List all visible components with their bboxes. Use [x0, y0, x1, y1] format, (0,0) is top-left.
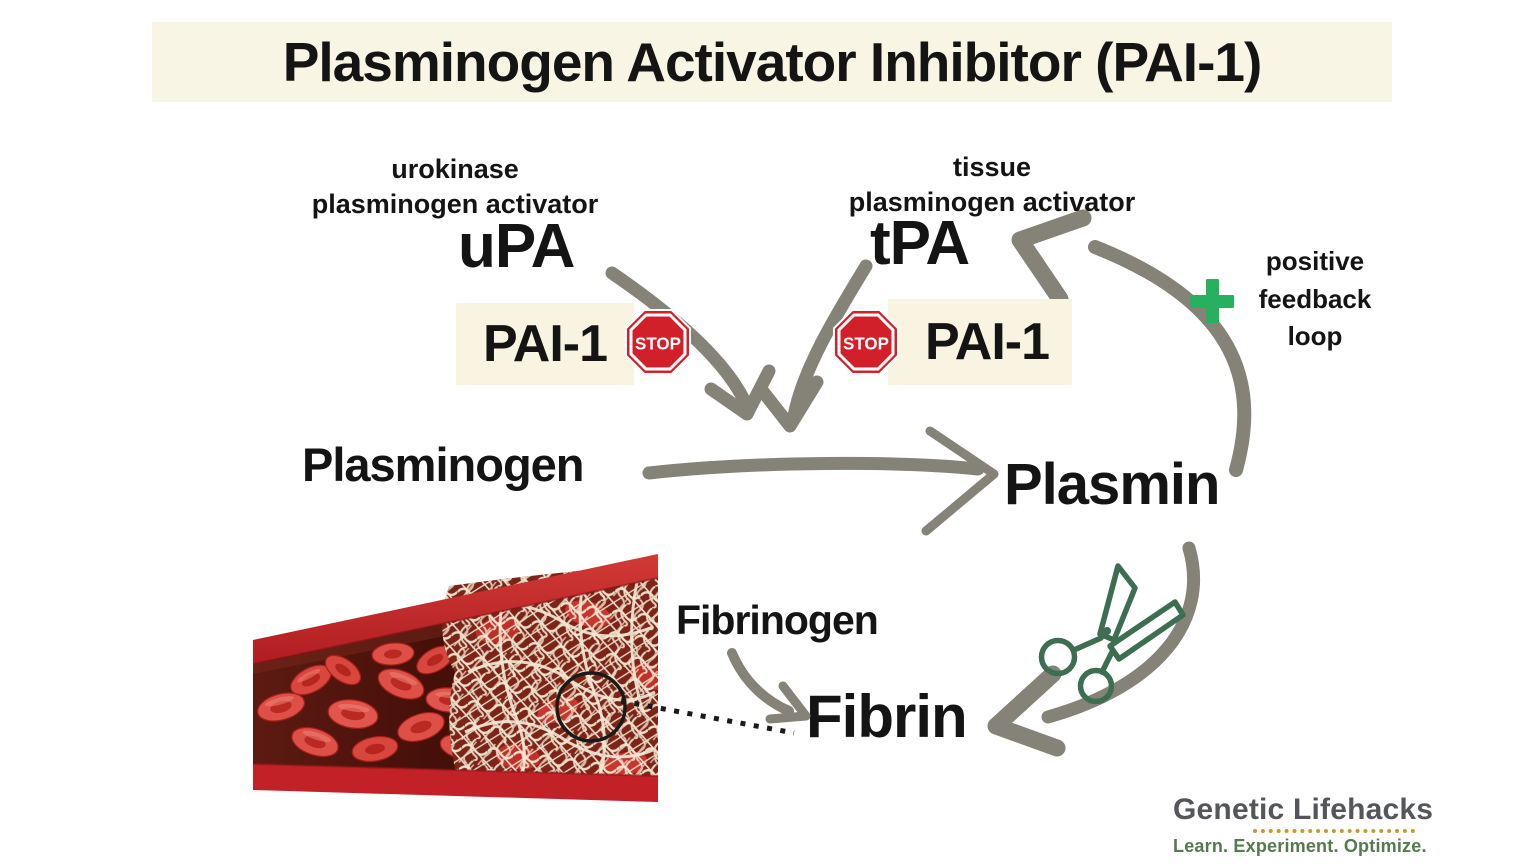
plasminogen-to-plasmin-arrow: [642, 426, 999, 536]
plasmin-label: Plasmin: [1004, 452, 1220, 517]
pai1-label-right: PAI-1: [924, 313, 1050, 371]
page-title: Plasminogen Activator Inhibitor (PAI-1): [282, 31, 1263, 93]
upa-full-name-label: urokinase plasminogen activator: [311, 154, 599, 220]
logo-name: Genetic Lifehacks: [1173, 793, 1434, 826]
stop-text: STOP: [635, 334, 681, 354]
logo-tagline: Learn. Experiment. Optimize.: [1173, 835, 1427, 856]
stop-sign-icon: STOP: [625, 309, 691, 375]
scissors-icon: [1038, 563, 1186, 705]
pai1-label-left: PAI-1: [482, 315, 608, 373]
logo-block: Genetic Lifehacks Learn. Experiment. Opt…: [1173, 794, 1433, 857]
plasminogen-label: Plasminogen: [302, 438, 585, 491]
upa-label: uPA: [458, 212, 575, 281]
pai1-chip-left: PAI-1: [456, 303, 634, 385]
tpa-label: tPA: [870, 209, 970, 278]
stop-sign-icon: STOP: [833, 309, 899, 375]
pai1-chip-right: PAI-1: [888, 299, 1072, 385]
logo-divider: [1253, 828, 1415, 833]
fibrinogen-to-fibrin-arrow: [727, 648, 811, 724]
plus-icon: [1190, 279, 1234, 323]
blood-vessel-illustration: [253, 554, 658, 802]
fibrin-label: Fibrin: [806, 683, 968, 750]
positive-feedback-loop-label: positive feedback loop: [1258, 246, 1372, 352]
title-banner: Plasminogen Activator Inhibitor (PAI-1): [152, 22, 1392, 102]
tpa-full-name-label: tissue plasminogen activator: [848, 152, 1136, 218]
fibrinogen-label: Fibrinogen: [676, 597, 879, 643]
stop-text: STOP: [843, 334, 889, 354]
